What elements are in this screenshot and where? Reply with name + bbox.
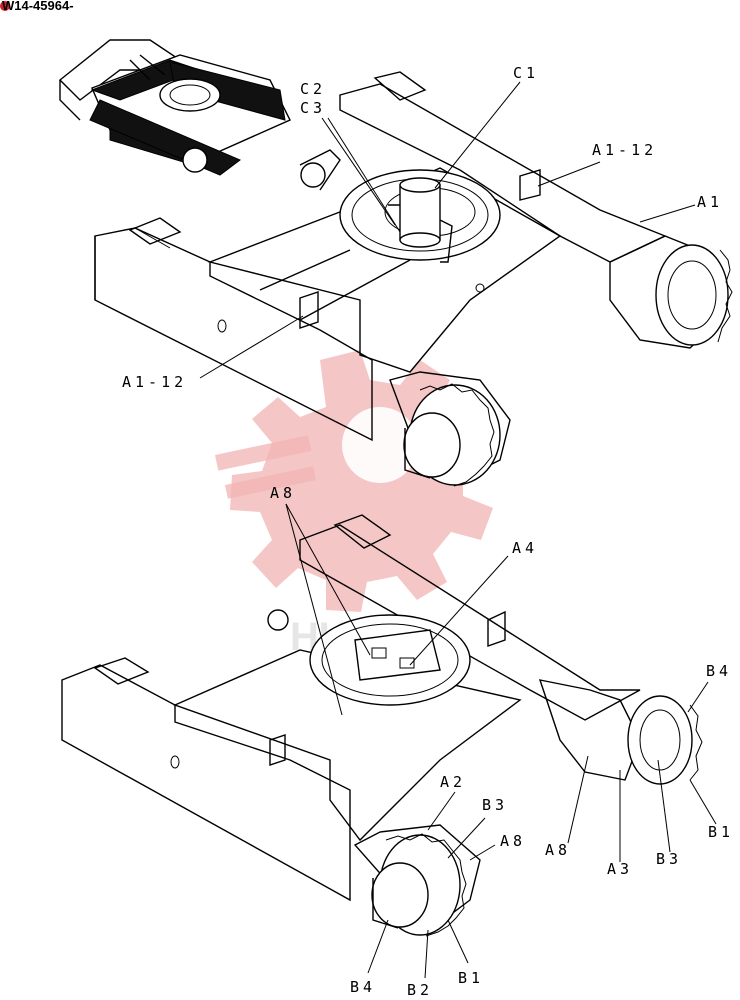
callout-a3: A3 [607, 860, 633, 878]
thumbnail-assembly [58, 39, 291, 176]
document-id: W14-45964- [2, 0, 74, 13]
callout-a1-12-left: A1-12 [122, 373, 187, 391]
callout-a8-right: A8 [545, 841, 571, 859]
callout-a1: A1 [697, 193, 723, 211]
lower-track-frame [61, 514, 703, 937]
callout-a4: A4 [512, 539, 538, 557]
doc-badge-icon [0, 1, 10, 11]
callout-labels: C1 C2 C3 A1-12 A1 A1-12 A8 A4 B4 A2 B3 A… [122, 64, 734, 999]
callout-b3-right: B3 [656, 850, 682, 868]
callout-a8-top: A8 [270, 484, 296, 502]
upper-track-frame [94, 71, 733, 487]
callout-b2: B2 [407, 981, 433, 999]
callout-b1-right: B1 [708, 823, 734, 841]
callout-b4-bottom: B4 [350, 978, 376, 996]
callout-a8-mid: A8 [500, 832, 526, 850]
callout-b3-mid: B3 [482, 796, 508, 814]
callout-b1-bottom: B1 [458, 969, 484, 987]
leader-lines [199, 81, 717, 979]
callout-c1: C1 [513, 64, 539, 82]
callout-c3: C3 [300, 99, 326, 117]
callout-b4-right: B4 [706, 662, 732, 680]
callout-c2: C2 [300, 80, 326, 98]
callout-a2: A2 [440, 773, 466, 791]
callout-a1-12-top: A1-12 [592, 141, 657, 159]
